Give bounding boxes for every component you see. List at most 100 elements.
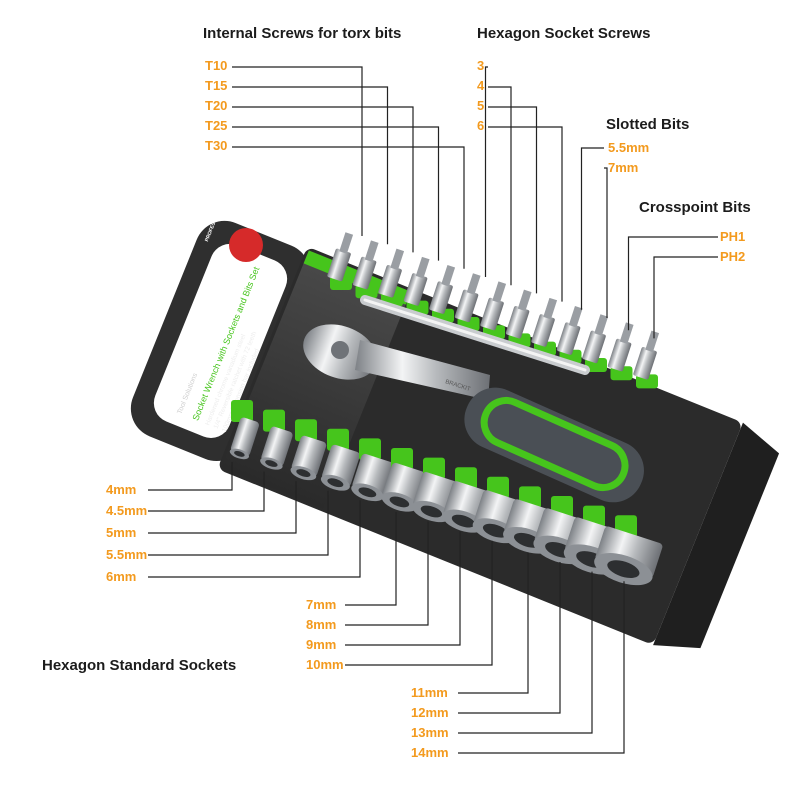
bit-clip (636, 374, 658, 389)
leader-socket (458, 571, 593, 734)
bit-clip (330, 276, 352, 290)
bit-holder (454, 289, 479, 323)
leader-hex (484, 66, 488, 277)
bit-holder (327, 248, 351, 282)
bit-tip (339, 232, 354, 254)
leader-crosspoint (627, 236, 718, 331)
leader-socket (458, 552, 529, 694)
sockets-row (229, 400, 663, 586)
leader-socket (345, 531, 461, 646)
leader-torx (232, 66, 363, 236)
bit-holder (531, 314, 555, 347)
tag-socket-12: 12mm (411, 705, 449, 720)
socket-hole (482, 523, 508, 538)
ratchet-neck (355, 340, 490, 400)
bit (480, 281, 507, 331)
bit (582, 314, 609, 364)
tag-socket-10: 10mm (306, 657, 344, 672)
leader-hex (488, 106, 538, 294)
socket (229, 417, 259, 460)
bit (378, 248, 405, 298)
ratchet-wrench: BRACKIT (303, 295, 644, 503)
bit-holder (556, 322, 581, 355)
socket-hole (420, 505, 443, 518)
socket-body (230, 417, 259, 456)
socket (320, 444, 360, 491)
handle-hole (153, 243, 288, 438)
tag-socket-14: 14mm (411, 745, 449, 760)
tag-socket-11: 11mm (411, 685, 448, 700)
socket-body (261, 426, 293, 467)
tag-hex-4: 4 (477, 78, 485, 93)
socket (351, 453, 394, 502)
bit (633, 330, 660, 380)
bit-tip (466, 273, 481, 295)
bit-tip (415, 256, 430, 279)
tag-t10: T10 (205, 58, 228, 73)
bit-holder (607, 338, 632, 372)
crosspoint-heading: Crosspoint Bits (639, 199, 751, 216)
leader-torx (232, 126, 440, 261)
leader-socket (148, 462, 233, 491)
tag-hex-3: 3 (477, 58, 485, 73)
leader-slotted (604, 167, 608, 318)
tag-socket-4-5: 4.5mm (106, 503, 148, 518)
tag-socket-4: 4mm (106, 482, 137, 497)
socket-hole (451, 514, 475, 528)
tag-t20: T20 (205, 98, 228, 113)
socket (594, 526, 663, 586)
bit-tip (441, 265, 456, 287)
socket (260, 426, 293, 470)
leader-torx (232, 86, 389, 245)
bit-holder (352, 256, 377, 290)
bit (607, 322, 634, 372)
socket-hole (265, 460, 278, 467)
bit-holder (633, 347, 657, 380)
tag-socket-6: 6mm (106, 569, 137, 584)
tag-socket-8: 8mm (306, 617, 337, 632)
socket-clip (231, 400, 253, 422)
bit (327, 232, 354, 282)
leader-torx (232, 106, 414, 253)
ratchet-grip (464, 387, 644, 503)
piece-count: 28 (156, 449, 177, 470)
bit-holder (505, 306, 530, 339)
bit (454, 273, 481, 323)
bit (505, 289, 532, 339)
leader-socket (148, 471, 265, 512)
tag-socket-9: 9mm (306, 637, 337, 652)
tag-t25: T25 (205, 118, 228, 133)
bit-tip (364, 240, 379, 262)
socket-clip (327, 428, 349, 451)
tag-slot-5-5: 5.5mm (608, 140, 650, 155)
bit-holder (480, 297, 504, 331)
tag-ph2: PH2 (720, 249, 746, 264)
tag-slot-7: 7mm (608, 160, 639, 175)
leader-hex (488, 126, 563, 302)
bit-holder (582, 330, 606, 364)
torx-heading: Internal Screws for torx bits (203, 25, 402, 42)
socket-clip (263, 409, 285, 432)
bit-tip (492, 281, 507, 303)
tag-hex-6: 6 (477, 118, 485, 133)
bit-tip (568, 306, 583, 328)
bit-tip (594, 314, 609, 336)
leader-socket (458, 562, 561, 714)
leader-hex (488, 86, 512, 286)
bit (403, 256, 430, 306)
bit-clip (610, 366, 633, 381)
tag-socket-5-5: 5.5mm (106, 547, 148, 562)
bit (531, 297, 558, 347)
bit-holder (429, 281, 453, 314)
tag-socket-5: 5mm (106, 525, 137, 540)
grip-ring (480, 396, 629, 492)
leader-socket (148, 481, 297, 534)
socket (290, 435, 327, 481)
tag-t30: T30 (205, 138, 228, 153)
leader-slotted (580, 147, 604, 310)
leader-crosspoint (653, 256, 718, 339)
bit-clip (355, 284, 378, 299)
leader-socket (148, 500, 361, 578)
